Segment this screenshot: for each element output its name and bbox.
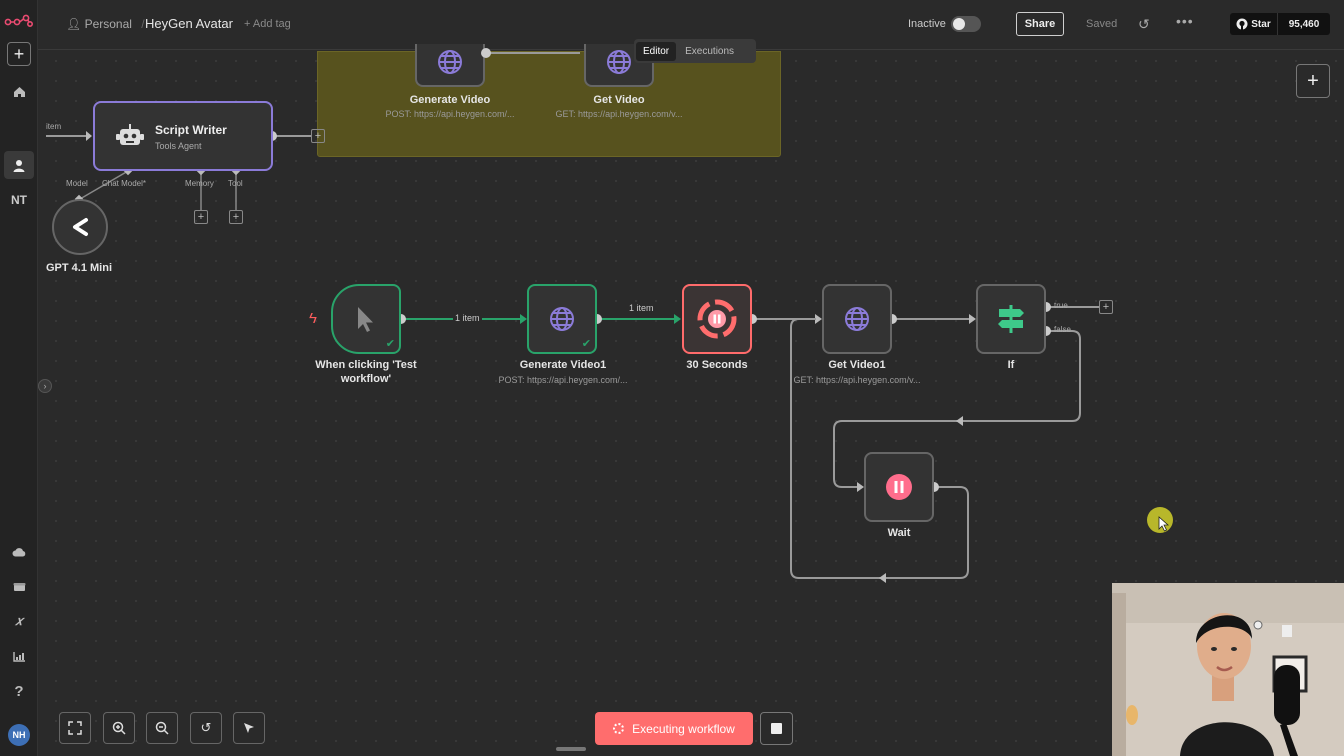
tab-editor[interactable]: Editor (636, 41, 677, 61)
help-icon[interactable]: ? (14, 682, 24, 700)
breadcrumb-separator: / (141, 17, 145, 31)
more-options-icon[interactable]: ••• (1176, 13, 1194, 29)
zoom-in-icon[interactable] (103, 712, 135, 744)
stop-execution-button[interactable] (760, 712, 793, 745)
gpt-model-label: GPT 4.1 Mini (45, 262, 112, 274)
thirty-seconds-label: 30 Seconds (686, 359, 748, 371)
github-star-widget[interactable]: Star 95,460 (1230, 13, 1330, 35)
robot-icon (116, 124, 144, 145)
history-icon[interactable]: ↺ (1138, 16, 1150, 32)
signpost-icon (998, 305, 1024, 333)
script-writer-add-output[interactable]: + (311, 129, 325, 143)
expand-sidebar-chevron-icon[interactable]: › (38, 379, 52, 393)
pause-icon (886, 474, 912, 500)
generate-video1-label: Generate Video1 (519, 359, 607, 371)
workflow-name[interactable]: HeyGen Avatar (145, 16, 233, 31)
mouse-pointer-icon (1158, 516, 1170, 537)
globe-icon (607, 49, 631, 74)
edge-item-count: 1 item (453, 313, 482, 323)
script-writer-node[interactable]: Script Writer Tools Agent (93, 101, 273, 171)
wait-node[interactable] (864, 452, 934, 522)
wait-label: Wait (887, 527, 911, 539)
generate-video-node[interactable] (415, 44, 485, 87)
zoom-out-icon[interactable] (146, 712, 178, 744)
saved-status: Saved (1086, 18, 1118, 30)
if-true-label: true (1054, 301, 1068, 310)
thirty-seconds-wait-node[interactable] (682, 284, 752, 354)
reset-zoom-icon[interactable]: ↺ (190, 712, 222, 744)
get-video1-label: Get Video1 (828, 359, 886, 371)
tool-connector-label: Tool (228, 179, 243, 188)
sticky-note[interactable] (317, 51, 781, 157)
github-star-label: Star (1251, 18, 1271, 30)
presenter-video-image (1112, 583, 1344, 756)
home-icon[interactable] (7, 80, 31, 104)
trigger-bolt-icon: ϟ (309, 310, 317, 327)
executing-workflow-button[interactable]: Executing workflow (595, 712, 753, 745)
edge-item-count: 1 item (627, 303, 656, 313)
add-tag-link[interactable]: + Add tag (244, 18, 291, 30)
person-icon: 👤︎ (66, 17, 82, 31)
if-false-label: false (1054, 325, 1071, 334)
chat-model-connector-label: Chat Model* (102, 179, 147, 188)
loading-spinner-icon (613, 723, 625, 734)
project-breadcrumb[interactable]: 👤︎ Personal / (66, 17, 145, 31)
generate-video-label: Generate Video (409, 94, 491, 106)
script-writer-subtitle: Tools Agent (155, 141, 202, 151)
success-check-icon: ✔ (385, 338, 395, 350)
left-sidebar: + NT 𝑥 ? NH (0, 0, 38, 756)
n8n-logo-icon[interactable] (3, 8, 35, 32)
share-button[interactable]: Share (1016, 12, 1064, 36)
add-tool-button[interactable]: + (229, 210, 243, 224)
insights-chart-icon[interactable] (7, 644, 31, 668)
personal-user-icon[interactable] (4, 151, 34, 179)
user-avatar[interactable]: NH (8, 724, 30, 746)
variables-icon[interactable]: 𝑥 (15, 613, 23, 628)
globe-icon (438, 49, 462, 74)
fit-view-icon[interactable] (59, 712, 91, 744)
spinner-pause-icon (697, 299, 737, 339)
executing-workflow-label: Executing workflow (632, 721, 735, 736)
tab-executions[interactable]: Executions (685, 45, 735, 57)
if-node[interactable] (976, 284, 1046, 354)
active-toggle[interactable] (951, 16, 981, 32)
manual-trigger-node[interactable]: ✔ (331, 284, 401, 354)
get-video-url: GET: https://api.heygen.com/v... (555, 109, 683, 119)
cloud-icon[interactable] (7, 540, 31, 564)
script-input-label: item (46, 122, 62, 131)
project-name: Personal (84, 17, 132, 31)
generate-video-url: POST: https://api.heygen.com/... (385, 109, 515, 119)
tidy-up-cursor-icon[interactable] (233, 712, 265, 744)
cursor-icon (358, 307, 373, 332)
github-icon (1236, 18, 1248, 30)
generate-video1-node[interactable]: ✔ (527, 284, 597, 354)
templates-gift-icon[interactable] (7, 574, 31, 598)
active-status-label: Inactive (908, 18, 946, 30)
globe-icon (845, 307, 869, 331)
view-tabs: Editor Executions (634, 39, 756, 63)
script-writer-title: Script Writer (155, 123, 227, 137)
langchain-icon (73, 218, 88, 236)
webcam-overlay (1112, 583, 1344, 756)
add-memory-button[interactable]: + (194, 210, 208, 224)
get-video1-url: GET: https://api.heygen.com/v... (793, 375, 921, 385)
canvas-scroll-handle[interactable] (556, 747, 586, 751)
github-star-count: 95,460 (1288, 18, 1320, 30)
workspace-initials[interactable]: NT (11, 193, 27, 207)
manual-trigger-label: When clicking 'Test workflow' (315, 359, 417, 385)
gpt-model-node[interactable] (52, 199, 108, 255)
if-label: If (1007, 359, 1015, 371)
memory-connector-label: Memory (185, 179, 214, 188)
model-connector-label: Model (66, 179, 88, 188)
add-node-plus-icon[interactable]: + (1296, 64, 1330, 98)
create-plus-icon[interactable]: + (7, 42, 31, 66)
globe-icon (550, 307, 574, 331)
get-video-label: Get Video (593, 94, 645, 106)
generate-video1-url: POST: https://api.heygen.com/... (498, 375, 628, 385)
get-video1-node[interactable] (822, 284, 892, 354)
success-check-icon: ✔ (581, 338, 591, 350)
if-true-add-button[interactable]: + (1099, 300, 1113, 314)
